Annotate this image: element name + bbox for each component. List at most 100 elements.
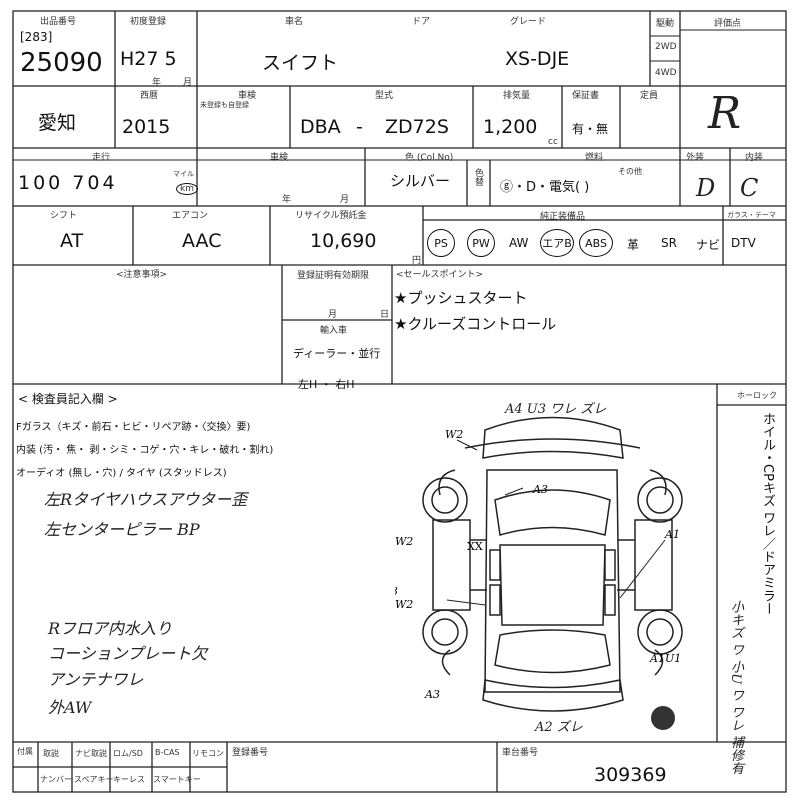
inspection-title: < 検査員記入欄 > — [18, 392, 118, 406]
note-a3-left: A3 — [395, 585, 398, 598]
interior-grade: C — [740, 174, 759, 202]
footer-cert-label: 登録番号 — [232, 748, 269, 758]
mileage-value: 100 704 — [18, 172, 118, 194]
footer-item-plate: ナンバー — [40, 775, 72, 784]
steering-side: 左H ・ 右H — [298, 378, 355, 391]
tv-label: ガラス・テーマ — [727, 211, 776, 219]
shift-value: AT — [60, 230, 84, 252]
front-damage-note: A4 U3 ワレ ズレ — [505, 402, 607, 417]
fuel-value: ⓖ・D・電気( ) — [500, 180, 590, 195]
lot-bracket: [283] — [20, 30, 53, 44]
equip-airbag: エアB — [540, 229, 574, 257]
score-label: 評価点 — [714, 19, 742, 29]
first-reg-year-unit: 年 — [152, 78, 162, 88]
shaken-label: 車検 — [238, 91, 257, 101]
shift-label: シフト — [50, 211, 78, 221]
handwritten-note-5: アンテナワレ — [48, 670, 144, 689]
exterior-label: 外装 — [686, 153, 705, 163]
frame-number: 309369 — [594, 764, 667, 786]
first-reg-month-unit: 月 — [183, 78, 193, 88]
recycle-label: リサイクル預託金 — [295, 211, 367, 221]
equip-ps: PS — [427, 229, 455, 257]
note-a3-rear: A3 — [424, 688, 440, 701]
car-damage-diagram: W2 A3 W2 XX A1 A3 W2 A1U1 A3 — [395, 416, 683, 730]
drive-label: 駆動 — [656, 19, 675, 29]
interior-label: 内装 — [745, 153, 764, 163]
import-label: 輸入車 — [320, 326, 348, 336]
footer-item-manual: 取説 — [43, 749, 59, 758]
reg-expiry-label: 登録証明有効期限 — [297, 271, 370, 281]
color-label: 色 (Col.No) — [405, 153, 454, 163]
caution-label: <注意事項> — [116, 270, 168, 280]
model-label: 車名 — [285, 17, 304, 27]
reg-day: 日 — [380, 310, 390, 320]
import-value: ディーラー・並行 — [293, 347, 381, 360]
mileage-km: km — [176, 183, 198, 195]
inspection-interior: 内装 (汚・ 焦・ 剥・シミ・コゲ・穴・キレ・破れ・割れ) — [16, 445, 274, 456]
model-name: スイフト — [262, 52, 339, 74]
footer-item-keyless: キーレス — [113, 775, 145, 784]
note-a1u1: A1U1 — [649, 652, 681, 665]
inspection-label: 車検 — [270, 153, 289, 163]
region: 愛知 — [38, 112, 77, 134]
type-prefix: DBA — [300, 116, 341, 138]
year-label: 西暦 — [140, 91, 159, 101]
lot-label: 出品番号 — [40, 17, 77, 27]
year-value: 2015 — [122, 116, 171, 138]
handwritten-note-6: 外AW — [48, 698, 92, 717]
note-w2-left-rear: W2 — [395, 598, 413, 611]
capacity-label: 定員 — [640, 91, 659, 101]
drive-2wd: 2WD — [655, 42, 677, 52]
handwritten-note-4: コーションプレート欠 — [48, 644, 208, 663]
inspection-year: 年 — [282, 195, 292, 205]
note-a1-right: A1 — [664, 528, 680, 541]
note-xx: XX — [467, 540, 483, 553]
inspection-month: 月 — [340, 195, 350, 205]
score-value: R — [708, 88, 742, 139]
sales-point-1: ★プッシュスタート — [394, 289, 528, 307]
note-w2-left: W2 — [395, 535, 413, 548]
sales-point-2: ★クルーズコントロール — [394, 315, 557, 333]
footer-item-smart-key: スマートキー — [153, 775, 201, 784]
ac-label: エアコン — [172, 211, 209, 221]
equip-leather: 革 — [627, 238, 640, 252]
equip-aw: AW — [509, 236, 529, 250]
footer-item-remote: リモコン — [192, 749, 224, 758]
mileage-unit: マイル — [173, 170, 194, 178]
footer-frame-label: 車台番号 — [502, 748, 539, 758]
side-text: ホイル・CPキズ ワレ／ドアミラー — [760, 412, 775, 616]
footer-item-spare-key: スペアキー — [74, 775, 114, 784]
type-dash: - — [356, 116, 363, 138]
note-w2-front: W2 — [445, 428, 463, 441]
footer-item-rom: ロム/SD — [113, 749, 143, 758]
side-header: ホーロック — [737, 391, 777, 400]
door-label: ドア — [412, 17, 431, 27]
handwritten-note-2: 左センターピラー BP — [44, 520, 200, 539]
grade-label: グレード — [510, 17, 547, 27]
inspection-audio-tire: オーディオ (無し・穴) / タイヤ (スタッドレス) — [16, 468, 227, 479]
footer-item-bcas: B-CAS — [155, 748, 180, 757]
rear-damage-note: A2 ズレ — [535, 720, 583, 735]
type-label: 型式 — [375, 91, 394, 101]
inspection-glass: Fガラス（キズ・前石・ヒビ・リペア跡・〈交換〉要) — [16, 422, 251, 433]
equip-navi: ナビ — [696, 238, 721, 252]
exterior-grade: D — [696, 174, 716, 202]
fuel-other: その他 — [618, 167, 642, 176]
color-change: 色替 — [473, 168, 483, 186]
equipment-label: 純正装備品 — [540, 212, 586, 222]
drive-4wd: 4WD — [655, 68, 677, 78]
cc-unit: cc — [548, 137, 558, 147]
recycle-unit: 円 — [412, 256, 422, 266]
equip-dtv: DTV — [731, 236, 756, 250]
handwritten-note-3: Rフロア内水入り — [48, 619, 173, 638]
type-code: ZD72S — [385, 116, 449, 138]
handwritten-note-1: 左Rタイヤハウスアウター歪 — [44, 490, 248, 509]
cc-value: 1,200 — [483, 116, 538, 138]
note-a3-hood: A3 — [532, 483, 548, 496]
grade-value: XS-DJE — [505, 48, 570, 70]
shaken-sub: 未登録も自登録 — [200, 101, 249, 109]
mileage-label: 走行 — [92, 153, 111, 163]
reg-month: 月 — [328, 310, 338, 320]
fuel-label: 燃料 — [585, 153, 604, 163]
